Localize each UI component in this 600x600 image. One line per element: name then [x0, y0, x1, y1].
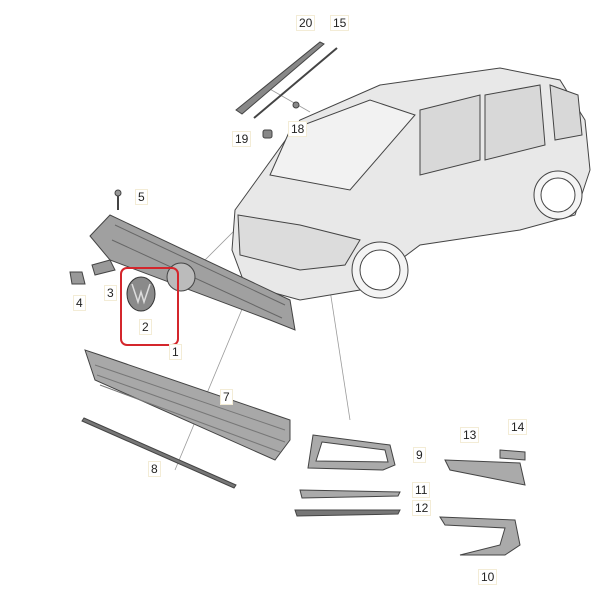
part-label-20: 20	[296, 15, 316, 31]
part-label-5: 5	[135, 189, 148, 205]
part-label-19: 19	[232, 131, 252, 147]
part-label-9: 9	[413, 447, 426, 463]
vw-badge-part	[126, 276, 156, 312]
part-label-18: 18	[288, 121, 308, 137]
highlight-box	[120, 267, 179, 346]
part-label-2: 2	[139, 319, 152, 335]
part-label-13: 13	[460, 427, 480, 443]
roof-trim-parts	[235, 41, 338, 139]
part-label-1: 1	[169, 344, 182, 360]
part-label-14: 14	[508, 419, 528, 435]
part-label-11: 11	[412, 482, 431, 498]
part-label-8: 8	[148, 461, 161, 477]
car-illustration	[231, 67, 591, 301]
part-label-10: 10	[478, 569, 498, 585]
part-label-15: 15	[330, 15, 350, 31]
part-label-7: 7	[220, 389, 233, 405]
lower-grille	[81, 349, 291, 489]
part-label-3: 3	[104, 285, 117, 301]
part-label-12: 12	[412, 500, 432, 516]
part-label-4: 4	[73, 295, 86, 311]
upper-grille	[89, 214, 296, 331]
